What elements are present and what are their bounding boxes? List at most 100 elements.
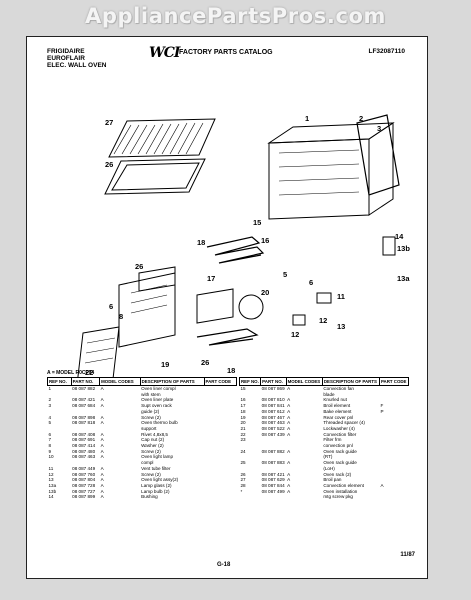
description-cell: Bake element: [323, 408, 352, 414]
model-code-cell: A: [287, 414, 291, 420]
part-no-cell: [261, 494, 286, 500]
description-cell: Washer (2): [141, 443, 164, 449]
callout-10: 12: [319, 316, 327, 325]
parts-table-left: REF NO. PART NO. MODEL CODES DESCRIPTION…: [47, 377, 237, 500]
description-cell: Lamp bulb (2): [141, 488, 170, 494]
part-no-cell: 08 087 899: [72, 494, 96, 500]
model-code-cell: A: [100, 420, 104, 426]
part-no-cell: 08 087 463: [261, 420, 285, 426]
callout-24: 26: [201, 358, 209, 367]
part-no-cell: 08 087 869: [261, 386, 285, 391]
page-number: G-18: [217, 562, 231, 568]
part-no-cell: 08 087 898: [72, 414, 96, 420]
oven-rack-drawing: [108, 118, 216, 158]
model-code-cell: A: [287, 403, 291, 409]
model-code-cell: A: [100, 403, 104, 409]
description-cell: Knurled nut: [323, 397, 347, 403]
callout-11: 12: [291, 330, 299, 339]
description-cell: compl: [141, 460, 154, 466]
description-cell: Screw (2): [141, 448, 161, 454]
vent-filter-drawing: [292, 314, 306, 326]
part-no-cell: 08 087 684: [72, 403, 96, 409]
part-no-cell: 08 087 818: [72, 420, 96, 426]
description-cell: Threaded spacer (4): [323, 420, 365, 426]
part-no-cell: 08 087 883: [261, 460, 285, 466]
table-row: mtg screw pkg: [240, 494, 409, 500]
model-code-cell: A: [100, 437, 104, 443]
part-no-cell: 08 087 522: [261, 425, 285, 431]
ref-no-cell: 3: [48, 403, 52, 409]
part-no-cell: 08 087 408: [72, 431, 96, 437]
oven-liner-drawing: [267, 122, 395, 220]
ref-no-cell: 25: [240, 460, 246, 466]
part-code-cell: [379, 494, 408, 500]
part-no-cell: 08 087 421: [261, 471, 285, 477]
callout-17: 18: [197, 238, 205, 247]
model-code-cell: A: [287, 431, 291, 437]
convection-filter-drawing: [77, 326, 120, 377]
part-no-cell: 08 087 449: [72, 465, 96, 471]
description-cell: Convection element: [323, 482, 364, 488]
parts-catalog-page: FRIGIDAIRE EUROFLAIR ELEC. WALL OVEN WCI…: [26, 36, 428, 579]
wci-logo: WCI: [149, 45, 180, 61]
model-code-cell: A: [287, 420, 291, 426]
part-no-cell: 08 087 804: [72, 477, 96, 483]
part-no-cell: 08 087 841: [261, 403, 285, 409]
ref-no-cell: 14: [48, 494, 54, 500]
description-cell: convection pnl: [323, 443, 353, 449]
part-no-cell: 08 087 760: [72, 471, 96, 477]
callout-7: 6: [109, 302, 113, 311]
bake-element-drawing: [196, 328, 259, 346]
thermo-support-drawing: [316, 292, 332, 304]
part-no-cell: 08 087 727: [72, 488, 96, 494]
ref-no-cell: 17: [240, 403, 246, 409]
table-row: blade: [240, 392, 409, 398]
table-row: (LoH): [240, 466, 409, 472]
liner-plate-drawing: [356, 114, 400, 196]
ref-no-cell: 13a: [48, 482, 57, 488]
col-part-code: PART CODE: [203, 377, 237, 386]
part-code-cell: A: [380, 482, 384, 488]
ref-no-cell: 11: [48, 465, 54, 471]
col-ref-no: REF NO.: [47, 377, 72, 386]
description-cell: guide (2): [141, 408, 160, 414]
part-no-cell: 08 087 480: [72, 448, 96, 454]
footer-date: 11/87: [400, 552, 415, 558]
model-code-cell: A: [100, 397, 104, 403]
part-no-cell: 08 087 612: [261, 408, 285, 414]
table-row: convection pnl: [240, 443, 409, 449]
description-cell: (LoH): [323, 465, 335, 471]
model-code-cell: A: [100, 488, 104, 494]
callout-18: 18: [227, 366, 235, 375]
callout-5: 5: [283, 270, 287, 279]
part-no-cell: 08 087 844: [261, 482, 285, 488]
brand-line-1: FRIGIDAIRE: [47, 48, 85, 55]
ref-no-cell: [240, 494, 261, 500]
description-cell: Rivet 4,8x8,5: [141, 431, 168, 437]
brand-line-3: ELEC. WALL OVEN: [47, 62, 107, 69]
ref-no-cell: 27: [240, 477, 246, 483]
description-cell: Oven light assy(2): [141, 477, 179, 483]
model-code-cell: A: [287, 448, 291, 454]
description-cell: support: [141, 425, 157, 431]
description-cell: blade: [323, 391, 335, 397]
table-row: (RT): [240, 454, 409, 460]
ref-no-cell: 16: [240, 397, 246, 403]
model-code-cell: A: [100, 471, 104, 477]
ref-no-cell: 21: [240, 425, 246, 431]
ref-no-cell: 18: [240, 408, 246, 414]
